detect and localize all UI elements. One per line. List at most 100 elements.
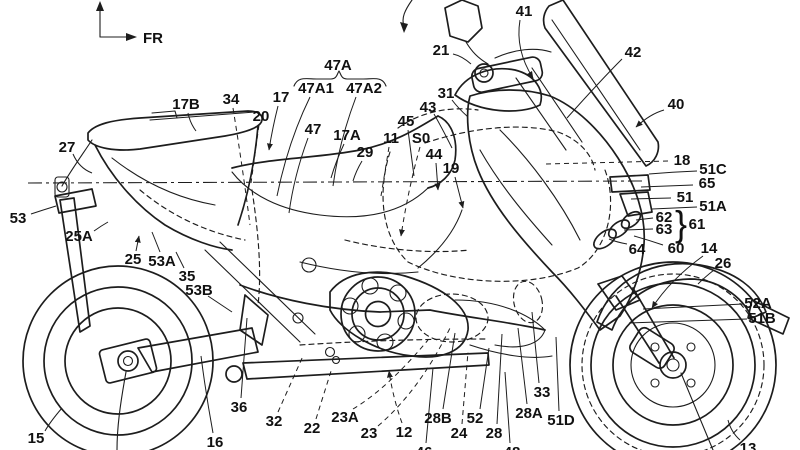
leader-line-23	[377, 327, 451, 427]
ref-label-17: 17	[273, 89, 290, 106]
leader-line-40	[635, 109, 665, 128]
leader-line-17b	[187, 112, 197, 132]
ref-label-15: 15	[28, 430, 45, 447]
ref-label-33: 33	[534, 384, 551, 401]
leader-line-51b	[628, 318, 748, 324]
leader-lines-layer	[30, 19, 748, 444]
ref-label-40: 40	[668, 96, 685, 113]
leader-line-41	[518, 19, 534, 79]
leader-line-65	[640, 184, 694, 188]
swingarm	[137, 327, 259, 373]
leader-line-53	[30, 205, 57, 215]
ref-label-42: 42	[625, 44, 642, 61]
ref-label-52: 52	[467, 410, 484, 427]
leader-line-17	[266, 105, 279, 151]
ref-label-28: 28	[486, 425, 503, 442]
ref-label-17b: 17B	[172, 96, 200, 113]
ref-label-20: 20	[253, 108, 270, 125]
hidden-lines	[139, 108, 612, 346]
ref-label-26: 26	[715, 255, 732, 272]
ref-label-61: 61	[689, 216, 706, 233]
ref-label-65: 65	[699, 175, 716, 192]
ref-label-32: 32	[266, 413, 283, 430]
leader-line-45	[407, 129, 415, 177]
leader-line-44	[434, 162, 441, 191]
ref-label-64: 64	[629, 241, 646, 258]
leader-line-52a	[642, 303, 744, 310]
ref-label-21: 21	[433, 42, 450, 59]
leader-line-21	[452, 53, 472, 65]
ref-label-47a2: 47A2	[346, 80, 382, 97]
ref-label-11: 11	[383, 130, 399, 147]
ref-label-53: 53	[10, 210, 27, 227]
ref-label-18: 18	[674, 152, 691, 169]
ref-label-27: 27	[59, 139, 76, 156]
leader-line-20	[250, 124, 260, 184]
floorboard-bar	[225, 284, 546, 383]
leader-line-25	[134, 235, 141, 252]
ref-label-41: 41	[516, 3, 533, 20]
leader-line-62	[635, 217, 654, 221]
leader-line-31	[451, 99, 469, 118]
leader-line-16	[200, 355, 214, 434]
leader-line-24	[461, 351, 469, 425]
ref-label-63: 63	[656, 221, 673, 238]
ref-label-47: 47	[305, 121, 322, 138]
leader-line-19	[454, 176, 465, 209]
leader-line-17a	[330, 143, 345, 179]
leader-line-43	[433, 113, 453, 149]
leader-line-28	[496, 333, 503, 425]
leader-line-46	[425, 367, 434, 444]
leader-line-52	[479, 347, 490, 410]
leader-line-47a2	[332, 96, 357, 187]
leader-line-32	[277, 355, 304, 413]
leader-line-35	[175, 251, 185, 269]
ref-label-47a1: 47A1	[298, 80, 334, 97]
ref-label-60: 60	[668, 240, 685, 257]
leader-line-47a1	[276, 96, 311, 197]
ref-label-28b: 28B	[424, 410, 452, 427]
brace-61: }	[675, 203, 687, 244]
ref-label-13: 13	[740, 440, 757, 450]
front-cowl	[466, 89, 653, 331]
leader-line-51	[630, 197, 672, 200]
ref-label-44: 44	[426, 146, 443, 163]
ref-label-53b: 53B	[185, 282, 213, 299]
ref-label-48: 48	[504, 444, 521, 450]
ref-label-51: 51	[677, 189, 694, 206]
ref-label-53a: 53A	[148, 253, 176, 270]
ref-label-24: 24	[451, 425, 468, 442]
ref-label-43: 43	[420, 99, 437, 116]
leader-line-26	[697, 269, 715, 285]
ref-label-12: 12	[396, 424, 413, 441]
windscreen	[542, 0, 660, 167]
leader-line-51c	[648, 170, 698, 175]
ref-label-31: 31	[438, 85, 455, 102]
leader-line-51d	[555, 336, 560, 412]
ref-label-25a: 25A	[65, 228, 93, 245]
leader-line-36	[240, 317, 248, 399]
ref-label-14: 14	[701, 240, 718, 257]
leader-line-13	[727, 419, 741, 441]
fr-label: FR	[143, 30, 163, 47]
front-fender	[596, 262, 790, 335]
leader-line-47	[288, 137, 309, 214]
leader-line-53a	[151, 231, 161, 253]
ref-label-22: 22	[304, 420, 321, 437]
leader-line-29	[352, 160, 363, 182]
leader-line-28a	[517, 327, 528, 405]
ref-label-25: 25	[125, 251, 142, 268]
frame-lines	[204, 209, 463, 365]
leader-line-15	[44, 407, 63, 432]
leader-line-12	[386, 370, 403, 424]
ref-label-23: 23	[361, 425, 378, 442]
ref-label-51d: 51D	[547, 412, 575, 429]
ref-label-34: 34	[223, 91, 240, 108]
leader-line-14	[651, 255, 704, 309]
leader-line-51a	[651, 206, 698, 210]
ref-label-51c: 51C	[699, 161, 727, 178]
front-wheel	[569, 261, 777, 450]
mirror-icon	[444, 0, 483, 43]
ref-label-45: 45	[398, 113, 415, 130]
ref-label-23a: 23A	[331, 409, 359, 426]
